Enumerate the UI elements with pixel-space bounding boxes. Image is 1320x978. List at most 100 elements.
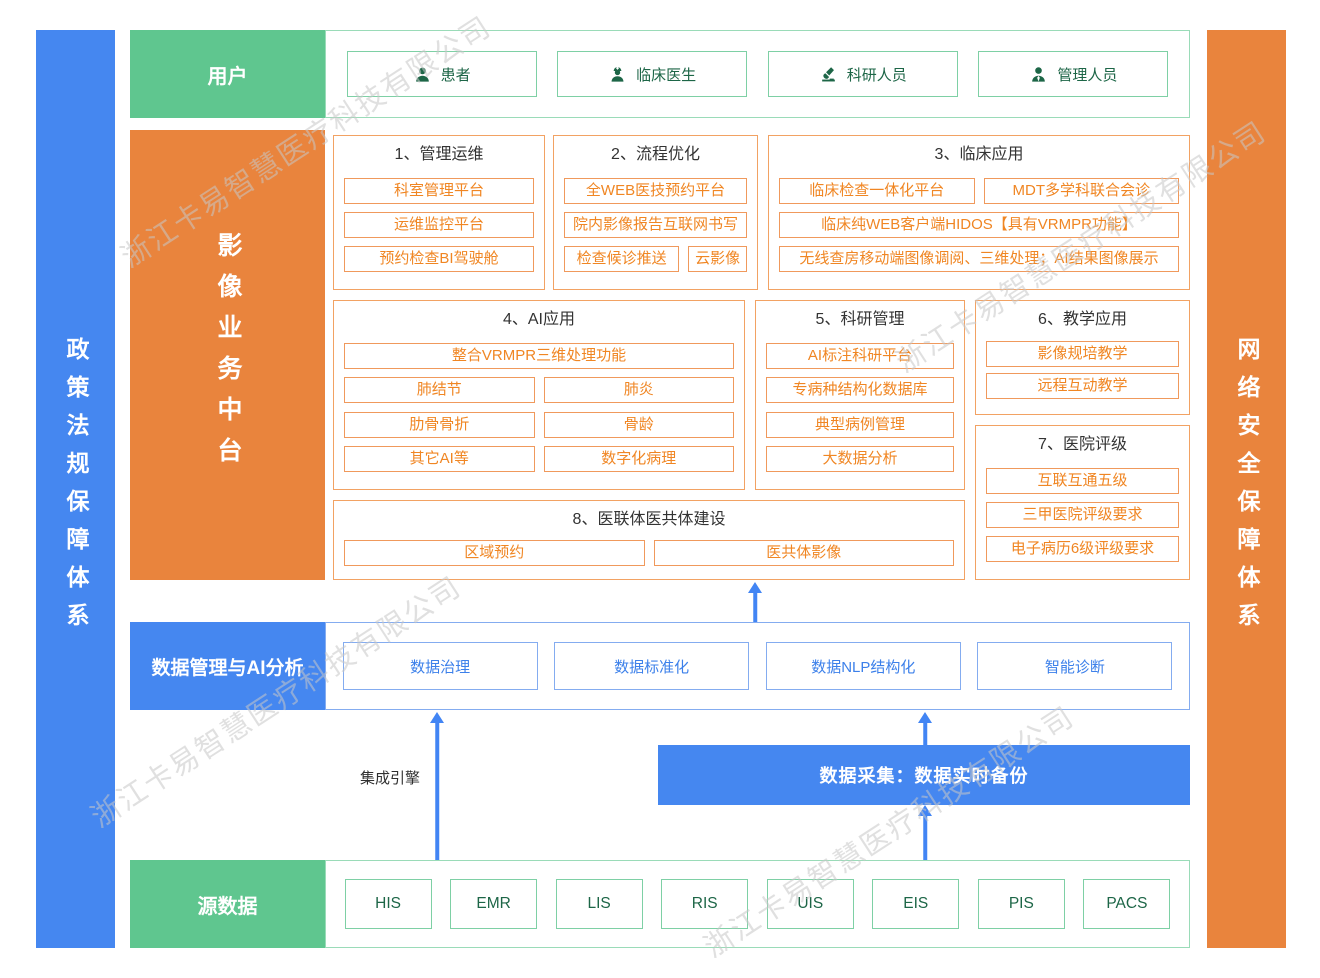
platform-item: 典型病例管理 [766, 411, 954, 438]
platform-item: 全WEB医技预约平台 [564, 178, 747, 204]
user-band-content: 患者 临床医生 科研人员 管理人员 [325, 30, 1190, 118]
integration-engine-label: 集成引擎 [360, 770, 421, 787]
platform-item: 临床纯WEB客户端HIDOS【具有VRMPR功能】 [779, 212, 1179, 238]
section-row: 大数据分析 [766, 445, 954, 472]
section-title: 6、教学应用 [1038, 311, 1127, 328]
section-row: 影像规培教学 [986, 341, 1179, 367]
section-title: 3、临床应用 [934, 146, 1024, 163]
data-mgmt-band-label-text: 数据管理与AI分析 [151, 657, 304, 679]
section-row: 肺结节肺炎 [344, 377, 734, 404]
user-item-label: 临床医生 [636, 66, 697, 84]
data-mgmt-band-content: 数据治理数据标准化数据NLP结构化智能诊断 [325, 622, 1190, 710]
data-collection-label: 数据采集：数据实时备份 [819, 766, 1029, 786]
platform-item: 互联互通五级 [986, 468, 1179, 494]
section-row: 互联互通五级 [986, 468, 1179, 494]
source-band-label-text: 源数据 [197, 895, 258, 918]
section-row: 预约检查BI驾驶舱 [344, 246, 534, 272]
section-row: 区域预约医共体影像 [344, 539, 954, 566]
source-system-item: RIS [661, 879, 749, 929]
platform-band-label: 影像业务中台 [130, 130, 325, 580]
section-row: AI标注科研平台 [766, 343, 954, 370]
integration-engine-arrow [430, 712, 444, 860]
network-security-bar: 网络安全保障体系 [1207, 30, 1286, 948]
section-row: 三甲医院评级要求 [986, 502, 1179, 528]
platform-item: 影像规培教学 [986, 341, 1179, 367]
section-body: 互联互通五级三甲医院评级要求电子病历6级评级要求 [976, 458, 1189, 579]
arrow-shaft [923, 814, 927, 860]
section-row: 电子病历6级评级要求 [986, 536, 1179, 562]
section-title: 2、流程优化 [611, 146, 700, 163]
platform-item: 无线查房移动端图像调阅、三维处理；AI结果图像展示 [779, 246, 1179, 272]
section-title: 7、医院评级 [1038, 436, 1127, 453]
section-row: 典型病例管理 [766, 411, 954, 438]
data-mgmt-item: 数据标准化 [554, 642, 750, 690]
section-row: 整合VRMPR三维处理功能 [344, 343, 734, 370]
section-row: 临床纯WEB客户端HIDOS【具有VRMPR功能】 [779, 212, 1179, 238]
arrow-head-icon [918, 805, 932, 816]
doctor-icon [611, 66, 624, 82]
source-system-item: UIS [766, 879, 854, 929]
platform-section-3: 3、临床应用临床检查一体化平台 MDT多学科联合会诊临床纯WEB客户端HIDOS【… [768, 135, 1190, 290]
platform-item: 临床检查一体化平台 [779, 178, 975, 204]
section-row: 检查候诊推送云影像 [564, 246, 747, 272]
platform-item: 电子病历6级评级要求 [986, 536, 1179, 562]
section-body: 整合VRMPR三维处理功能肺结节肺炎肋骨骨折骨龄其它AI等数字化病理 [334, 333, 744, 489]
platform-item: 三甲医院评级要求 [986, 502, 1179, 528]
platform-section-2: 2、流程优化全WEB医技预约平台院内影像报告互联网书写检查候诊推送云影像 [553, 135, 758, 290]
arrow-head-icon [918, 712, 932, 723]
arrow-head-icon [748, 582, 762, 593]
flow-arrow-up [748, 582, 762, 624]
platform-section-4: 4、AI应用整合VRMPR三维处理功能肺结节肺炎肋骨骨折骨龄其它AI等数字化病理 [333, 300, 745, 490]
platform-item: 科室管理平台 [344, 178, 534, 204]
arrow-shaft [923, 721, 927, 745]
source-system-item: PIS [977, 879, 1065, 929]
platform-item: 院内影像报告互联网书写 [564, 212, 747, 238]
platform-item: 骨龄 [543, 411, 734, 438]
arrow-shaft [753, 591, 757, 624]
platform-section-7: 7、医院评级互联互通五级三甲医院评级要求电子病历6级评级要求 [975, 425, 1190, 580]
collection-to-mgmt-arrow [918, 712, 932, 745]
platform-item: 数字化病理 [543, 445, 734, 472]
patient-icon [415, 67, 429, 82]
section-row: 院内影像报告互联网书写 [564, 212, 747, 238]
section-body: AI标注科研平台专病种结构化数据库典型病例管理大数据分析 [756, 333, 964, 489]
platform-item: 医共体影像 [653, 539, 954, 566]
source-system-item: EIS [872, 879, 960, 929]
section-row: 科室管理平台 [344, 178, 534, 204]
user-item: 管理人员 [978, 51, 1169, 97]
source-system-item: LIS [555, 879, 643, 929]
user-band-label: 用户 [130, 30, 325, 118]
source-system-item: EMR [450, 879, 538, 929]
section-body: 区域预约医共体影像 [334, 533, 964, 579]
data-mgmt-item: 数据NLP结构化 [765, 642, 961, 690]
platform-item: 专病种结构化数据库 [766, 377, 954, 404]
arrow-shaft [435, 721, 439, 860]
network-security-label: 网络安全保障体系 [1234, 337, 1260, 641]
section-body: 科室管理平台运维监控平台预约检查BI驾驶舱 [334, 168, 544, 289]
section-row: 全WEB医技预约平台 [564, 178, 747, 204]
user-item-label: 管理人员 [1057, 66, 1118, 84]
section-body: 影像规培教学远程互动教学 [976, 333, 1189, 414]
platform-section-1: 1、管理运维科室管理平台运维监控平台预约检查BI驾驶舱 [333, 135, 545, 290]
platform-item: 运维监控平台 [344, 212, 534, 238]
section-row: 临床检查一体化平台 MDT多学科联合会诊 [779, 178, 1179, 204]
section-row: 肋骨骨折骨龄 [344, 411, 734, 438]
platform-item: MDT多学科联合会诊 [983, 178, 1179, 204]
section-row: 远程互动教学 [986, 373, 1179, 399]
section-title: 4、AI应用 [502, 311, 576, 328]
user-item: 临床医生 [557, 51, 748, 97]
section-row: 无线查房移动端图像调阅、三维处理；AI结果图像展示 [779, 246, 1179, 272]
user-item: 患者 [346, 51, 537, 97]
section-row: 运维监控平台 [344, 212, 534, 238]
platform-item: 远程互动教学 [986, 373, 1179, 399]
platform-item: 大数据分析 [766, 445, 954, 472]
platform-item: 检查候诊推送 [564, 246, 680, 272]
user-item-label: 患者 [440, 66, 471, 84]
data-collection-banner: 数据采集：数据实时备份 [658, 745, 1190, 805]
user-item: 科研人员 [767, 51, 958, 97]
data-mgmt-band-label: 数据管理与AI分析 [130, 622, 325, 710]
microscope-icon [821, 66, 835, 81]
data-mgmt-item: 智能诊断 [977, 642, 1173, 690]
